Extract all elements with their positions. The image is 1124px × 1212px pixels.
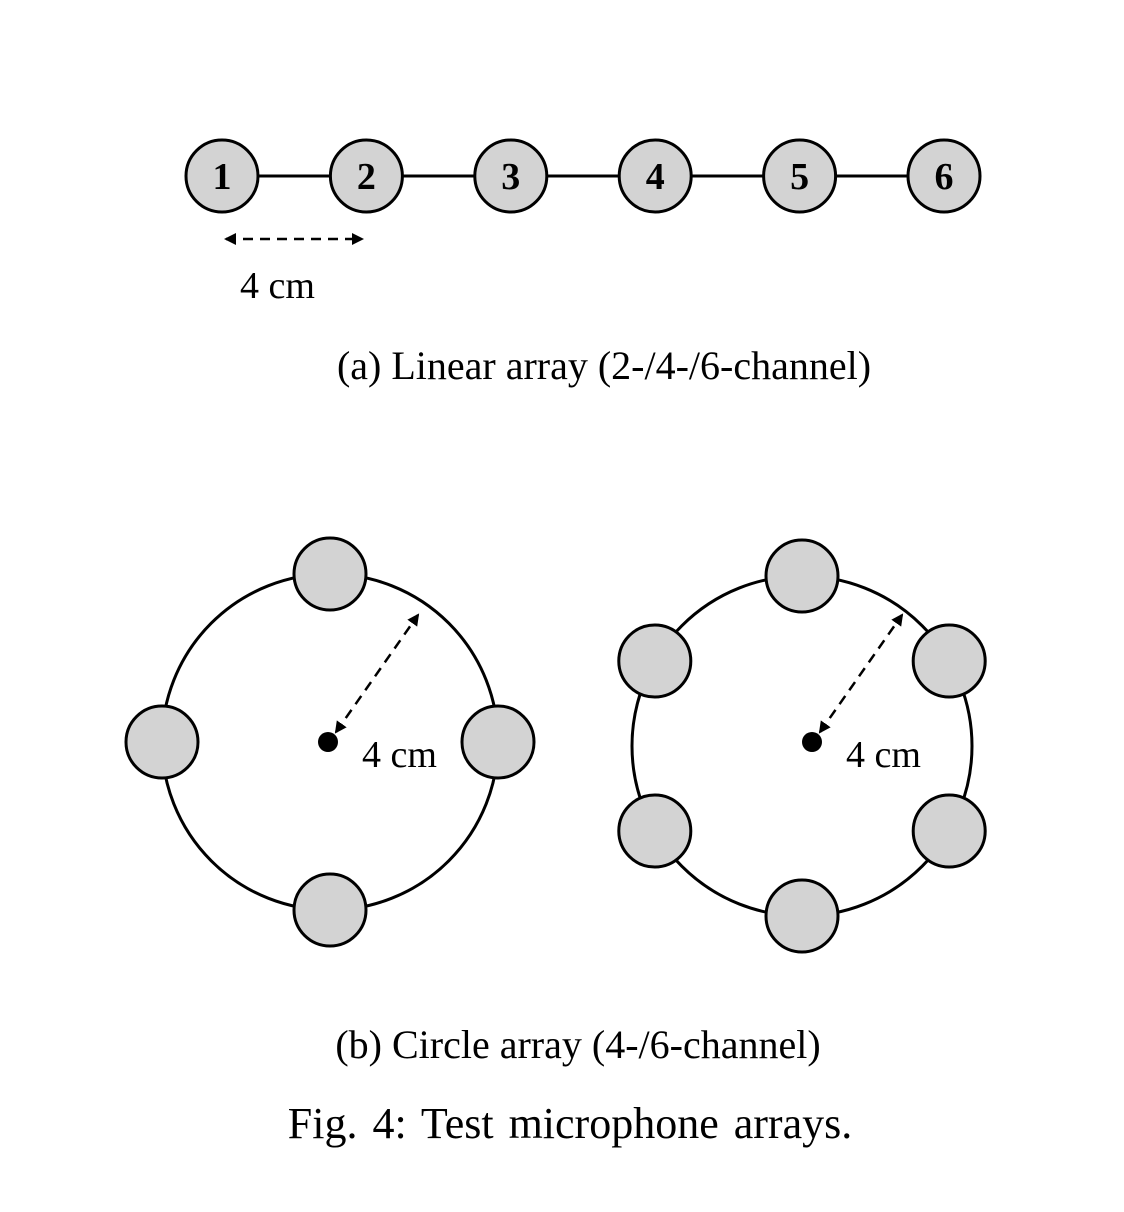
circle-array-4ch-center-dot — [318, 732, 338, 752]
circle-6ch-mic-group — [617, 538, 987, 954]
circle-4ch-mic-4 — [124, 704, 200, 780]
circle-array-4ch: 4 cm — [124, 536, 536, 948]
circle-6ch-mic-1 — [764, 538, 840, 614]
mic-5 — [762, 138, 838, 214]
figure-caption: Fig. 4: Test microphone arrays. — [288, 1099, 852, 1148]
mic-label: 6 — [935, 156, 954, 198]
circle-array-6ch: 4 cm — [617, 538, 987, 954]
radius-dimension-arrow — [818, 613, 904, 734]
circle-6ch-mic-2 — [911, 623, 987, 699]
mic-label: 2 — [357, 156, 376, 198]
circle-6ch-mic-6 — [617, 623, 693, 699]
mic-2 — [328, 138, 404, 214]
circle-6ch-mic-4 — [764, 878, 840, 954]
circle-4ch-mic-3 — [292, 872, 368, 948]
linear-array-caption: (a) Linear array (2-/4-/6-channel) — [337, 343, 871, 388]
mic-1 — [184, 138, 260, 214]
mic-label: 4 — [646, 156, 665, 198]
linear-array: 1 2 3 4 5 6 4 cm (a) Linear array (2-/4-/6-ch… — [184, 138, 982, 388]
mic-6 — [906, 138, 982, 214]
mic-4 — [617, 138, 693, 214]
circle-array-6ch-radius-label: 4 cm — [846, 734, 921, 776]
circle-4ch-mic-group — [124, 536, 536, 948]
circle-array-caption: (b) Circle array (4-/6-channel) — [335, 1022, 820, 1067]
mic-label: 5 — [790, 156, 809, 198]
circle-array-6ch-ring — [630, 574, 974, 918]
circle-4ch-mic-1 — [292, 536, 368, 612]
mic-3 — [473, 138, 549, 214]
circle-6ch-mic-3 — [911, 793, 987, 869]
mic-label: 3 — [501, 156, 520, 198]
spacing-label: 4 cm — [240, 265, 315, 307]
linear-mic-group: 1 2 3 4 5 6 — [184, 138, 982, 214]
radius-dimension-arrow — [334, 613, 420, 734]
circle-array-4ch-radius-label: 4 cm — [362, 734, 437, 776]
circle-4ch-mic-2 — [460, 704, 536, 780]
mic-label: 1 — [213, 156, 232, 198]
circle-array-6ch-center-dot — [802, 732, 822, 752]
circle-6ch-mic-5 — [617, 793, 693, 869]
